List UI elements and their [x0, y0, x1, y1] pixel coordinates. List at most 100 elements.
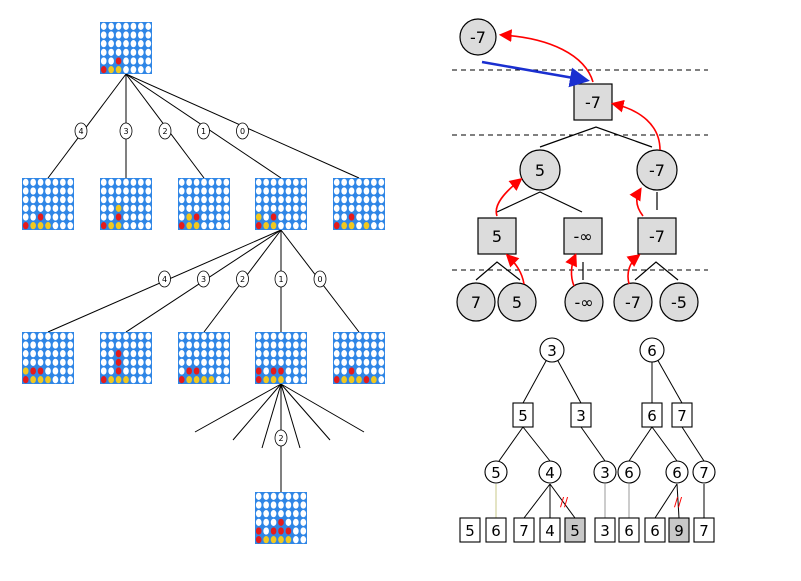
board-hole [333, 178, 340, 186]
board-hole [145, 40, 152, 48]
ab-l2-node [692, 460, 716, 484]
board-hole [216, 376, 222, 384]
board-piece [45, 222, 51, 230]
board-piece [115, 57, 122, 65]
board-hole [363, 350, 370, 358]
ab-l2-node-value: 5 [491, 464, 501, 482]
move-label-bubble [236, 270, 249, 288]
ab-l2-node [484, 460, 508, 484]
board-hole [356, 341, 362, 349]
board-hole [145, 178, 152, 186]
board-hole [45, 178, 51, 186]
board-hole [201, 178, 207, 186]
minimax-l3-node [477, 217, 517, 255]
board-hole [67, 332, 74, 340]
board-hole [52, 222, 59, 230]
board-hole [130, 178, 137, 186]
board-hole [270, 204, 277, 212]
board-hole [108, 341, 114, 349]
board-hole [138, 332, 144, 340]
board-hole [270, 350, 277, 358]
board-hole [115, 31, 122, 39]
board-hole [285, 358, 292, 366]
board-hole [293, 492, 299, 500]
board-hole [356, 222, 362, 230]
board-hole [378, 376, 385, 384]
board-hole [300, 510, 307, 518]
board-hole [293, 358, 299, 366]
board-hole [216, 196, 222, 204]
board-hole [178, 367, 185, 375]
board-hole [138, 178, 144, 186]
board-hole [263, 501, 269, 509]
board-hole [108, 358, 114, 366]
board-hole [378, 222, 385, 230]
tree-edge [261, 383, 282, 449]
board-hole [293, 332, 299, 340]
board-hole [285, 518, 292, 526]
board-hole [371, 367, 377, 375]
board-hole [223, 332, 230, 340]
board-hole [67, 222, 74, 230]
board-piece [363, 222, 370, 230]
minimax-leaf-value: 5 [512, 293, 522, 312]
board-hole [263, 358, 269, 366]
board-hole [67, 350, 74, 358]
board-hole [348, 350, 355, 358]
board-piece [255, 213, 262, 221]
board-hole [52, 341, 59, 349]
board-hole [363, 341, 370, 349]
board-hole [333, 341, 340, 349]
board-hole [130, 341, 137, 349]
board-hole [208, 187, 215, 195]
board-hole [108, 196, 114, 204]
board-hole [293, 204, 299, 212]
board-hole [123, 187, 129, 195]
board-hole [285, 178, 292, 186]
minimax-result-value: -7 [470, 28, 486, 47]
board-hole [356, 178, 362, 186]
board-piece [30, 222, 36, 230]
board-hole [145, 341, 152, 349]
board-hole [341, 350, 347, 358]
board-hole [60, 367, 66, 375]
board-hole [333, 367, 340, 375]
board-hole [123, 196, 129, 204]
move-label: 1 [201, 127, 206, 136]
board-hole [138, 350, 144, 358]
board-hole [371, 350, 377, 358]
move-label-bubble [158, 270, 171, 288]
board-hole [278, 332, 284, 340]
board-hole [300, 187, 307, 195]
board-hole [278, 178, 284, 186]
ab-l1-node-value: 7 [677, 407, 687, 425]
board-hole [145, 187, 152, 195]
board-hole [285, 196, 292, 204]
board-hole [178, 213, 185, 221]
board-piece [45, 376, 51, 384]
board-hole [45, 187, 51, 195]
board-hole [263, 492, 269, 500]
board-hole [52, 178, 59, 186]
board-hole [208, 367, 215, 375]
board-piece [208, 376, 215, 384]
board-hole [130, 57, 137, 65]
board-hole [100, 40, 107, 48]
board-hole [37, 332, 44, 340]
board-piece [270, 536, 277, 544]
board-hole [285, 341, 292, 349]
board-piece [356, 376, 362, 384]
board-hole [186, 196, 192, 204]
board-hole [300, 213, 307, 221]
minimax-leaf-node [659, 282, 699, 322]
board-hole [223, 367, 230, 375]
board-hole [193, 341, 200, 349]
board-hole [22, 204, 29, 212]
board-hole [263, 350, 269, 358]
board-hole [341, 213, 347, 221]
board-hole [201, 204, 207, 212]
board-hole [348, 341, 355, 349]
board-hole [255, 332, 262, 340]
board-hole [130, 196, 137, 204]
move-label-bubble [236, 122, 249, 140]
